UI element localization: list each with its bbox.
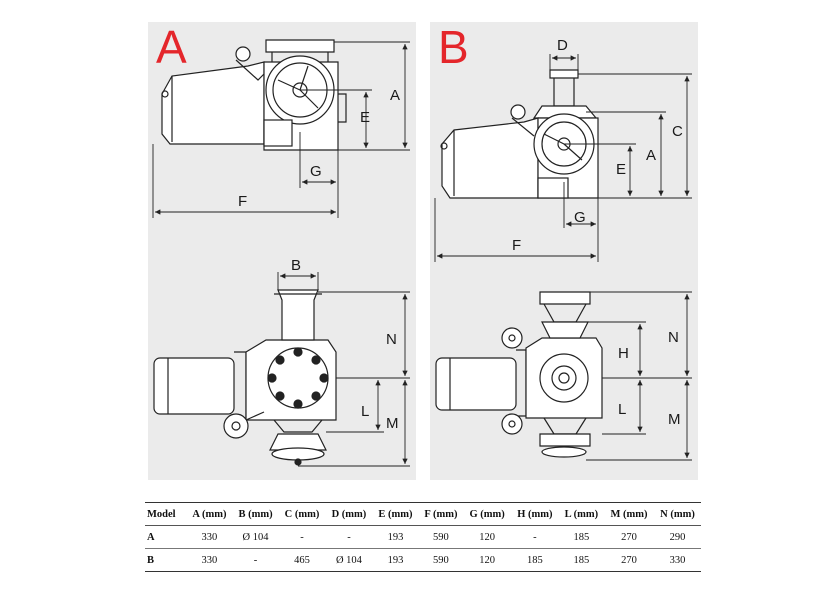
- dim-label-n: N: [386, 331, 397, 348]
- dimension-table: Model A (mm) B (mm) C (mm) D (mm) E (mm)…: [145, 502, 701, 572]
- column-header: G (mm): [469, 508, 505, 520]
- dim-label-h: H: [618, 345, 629, 362]
- table-cell: 193: [387, 554, 404, 566]
- table-cell: A: [147, 531, 155, 543]
- column-header: Model: [147, 508, 176, 520]
- side-view-b: [440, 69, 599, 199]
- table-row: A 330 Ø 104 - - 193 590 120 - 185 270 29…: [145, 526, 701, 549]
- column-header: M (mm): [610, 508, 648, 520]
- dim-label-l: L: [361, 403, 369, 420]
- table-cell: 290: [669, 531, 686, 543]
- column-header: D (mm): [331, 508, 367, 520]
- dim-label-b: B: [291, 257, 301, 274]
- table-cell: 120: [479, 531, 496, 543]
- drawing-panel-a: A: [148, 22, 416, 480]
- table-cell: -: [347, 531, 351, 543]
- dim-label-e: E: [616, 161, 626, 178]
- panel-letter-b: B: [438, 22, 469, 73]
- table-header-row: Model A (mm) B (mm) C (mm) D (mm) E (mm)…: [145, 502, 701, 526]
- top-view-b: [435, 291, 603, 458]
- table-cell: 193: [387, 531, 404, 543]
- column-header: F (mm): [424, 508, 458, 520]
- table-cell: 330: [669, 554, 686, 566]
- table-cell: Ø 104: [242, 531, 269, 543]
- dim-label-g: G: [310, 163, 322, 180]
- table-cell: 590: [433, 531, 449, 543]
- dim-label-f: F: [512, 237, 521, 254]
- table-cell: 270: [621, 554, 637, 566]
- dim-label-d: D: [557, 37, 568, 54]
- dim-label-c: C: [672, 123, 683, 140]
- table-cell: -: [300, 531, 304, 543]
- table-cell: 590: [433, 554, 449, 566]
- panel-letter-a: A: [156, 22, 187, 73]
- table-cell: -: [533, 531, 537, 543]
- table-cell: 465: [294, 554, 310, 566]
- table-cell: 185: [573, 554, 590, 566]
- dim-label-l: L: [618, 401, 626, 418]
- top-view-a: [153, 289, 337, 466]
- dim-label-n: N: [668, 329, 679, 346]
- column-header: H (mm): [517, 508, 553, 520]
- dim-label-m: M: [668, 411, 681, 428]
- side-view-a: [161, 39, 347, 151]
- table-cell: Ø 104: [335, 554, 362, 566]
- column-header: E (mm): [378, 508, 413, 520]
- table-cell: -: [253, 554, 258, 566]
- column-header: B (mm): [238, 508, 273, 520]
- dim-label-m: M: [386, 415, 399, 432]
- dim-label-a: A: [646, 147, 656, 164]
- drawing-panel-b: B: [430, 22, 698, 480]
- table-cell: 330: [201, 554, 218, 566]
- column-header: L (mm): [564, 508, 599, 520]
- table-cell: 185: [573, 531, 590, 543]
- table-cell: 185: [526, 554, 543, 566]
- column-header: N (mm): [660, 508, 695, 520]
- table-row: B 330 - 465 Ø 104 193 590 120 185 185 27…: [145, 549, 701, 572]
- table-cell: 120: [479, 554, 496, 566]
- dim-label-e: E: [360, 109, 370, 126]
- dim-label-f: F: [238, 193, 247, 210]
- table-cell: 330: [201, 531, 218, 543]
- table-cell: 270: [621, 531, 637, 543]
- dim-label-a: A: [390, 87, 400, 104]
- table-cell: B: [147, 554, 155, 566]
- drawing-b: D C A E G F N H L M: [434, 37, 692, 461]
- column-header: C (mm): [284, 508, 320, 520]
- dim-label-g: G: [574, 209, 586, 226]
- drawing-a: A E G F B N L M: [152, 39, 410, 467]
- column-header: A (mm): [192, 508, 227, 520]
